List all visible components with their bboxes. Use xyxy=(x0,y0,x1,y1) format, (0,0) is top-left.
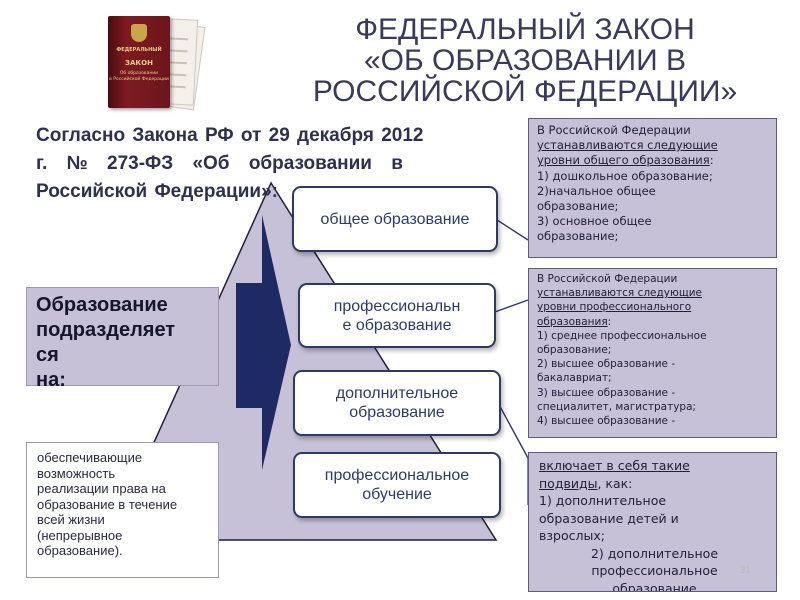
title-line: «ОБ ОБРАЗОВАНИИ В xyxy=(363,44,687,77)
text-line: возможность xyxy=(37,465,116,481)
level-professional-training: профессиональное обучение xyxy=(293,452,501,518)
additional-education-subtypes-box: включает в себя такие подвиды, как: 1) д… xyxy=(528,452,777,592)
box-line: В Российской Федерации xyxy=(537,123,691,137)
level-label: е образование xyxy=(342,316,452,334)
level-general-education: общее образование xyxy=(292,186,498,252)
level-professional-education: профессиональн е образование xyxy=(298,283,496,348)
box-line-underlined: уровни общего образования xyxy=(537,153,710,168)
subtype-list-item: образование детей и xyxy=(539,510,679,526)
text-line: ся xyxy=(36,344,59,366)
intro-text: Согласно Закона РФ от 29 декабря 2012 г.… xyxy=(36,122,476,206)
intro-line: г. № 273-ФЗ «Об образовании в xyxy=(36,153,403,174)
general-education-levels-box: В Российской Федерации устанавливаются с… xyxy=(528,118,777,258)
text-line: образование в течение xyxy=(37,496,178,512)
book-cover-text: Об образовании xyxy=(119,71,159,76)
continuous-education-box xyxy=(26,442,219,578)
level-label: обучение xyxy=(362,486,432,503)
level-list-item: 1) дошкольное образование; xyxy=(537,168,713,183)
text-line: Образование xyxy=(36,294,168,316)
level-label: профессиональн xyxy=(333,297,461,315)
subtype-list-item: образование xyxy=(612,580,697,592)
level-list-item: специалитет, магистратура; xyxy=(537,400,697,413)
book-cover-text: в Российской Федерации xyxy=(109,77,169,82)
text-line: (непрерывное xyxy=(37,527,123,543)
text-line: обеспечивающие xyxy=(37,450,143,465)
connector-additional xyxy=(496,400,529,459)
level-list-item: 2)начальное общее xyxy=(537,183,656,198)
box-line-underlined: подвиды xyxy=(539,475,598,491)
intro-line: Российской Федерации»: xyxy=(36,181,278,202)
level-list-item: 3) основное общее xyxy=(537,214,652,229)
text-line: подразделяет xyxy=(36,319,176,341)
box-line-underlined: устанавливаются следующие xyxy=(537,287,702,300)
level-label: дополнительное xyxy=(335,385,459,402)
title-line: ФЕДЕРАЛЬНЫЙ ЗАКОН xyxy=(355,13,695,46)
level-list-item: 3) высшее образование - xyxy=(537,386,676,399)
box-line: В Российской Федерации xyxy=(537,273,678,285)
box-line-underlined: образования xyxy=(537,315,608,328)
text-line: реализации права на xyxy=(37,481,166,496)
level-label: профессиональное xyxy=(324,467,470,484)
level-list-item: образование; xyxy=(537,229,619,244)
intro-line: Согласно Закона РФ от 29 декабря 2012 xyxy=(36,125,424,146)
education-division-text: Образование подразделяет ся на: xyxy=(36,293,221,393)
level-label: образование xyxy=(349,404,445,421)
subtype-list-item: 2) дополнительное xyxy=(590,545,719,561)
education-division-box xyxy=(26,287,219,386)
level-list-item: образование; xyxy=(537,344,612,357)
level-list-item: 4) высшее образование - xyxy=(537,415,676,428)
text-line: на: xyxy=(36,369,66,391)
level-list-item: бакалавриат; xyxy=(537,372,612,385)
level-list-item: образование; xyxy=(537,199,619,214)
subtype-list-item: профессиональное xyxy=(591,563,718,578)
slide-title: ФЕДЕРАЛЬНЫЙ ЗАКОН «ОБ ОБРАЗОВАНИИ В РОСС… xyxy=(290,14,760,107)
law-book-cover: ФЕДЕРАЛЬНЫЙ ЗАКОН Об образовании в Росси… xyxy=(108,16,170,108)
book-cover-text: ФЕДЕРАЛЬНЫЙ xyxy=(116,47,162,53)
text-line: образование). xyxy=(37,543,123,558)
connector-general xyxy=(493,217,529,241)
law-book-illustration: ФЕДЕРАЛЬНЫЙ ЗАКОН Об образовании в Росси… xyxy=(88,14,208,114)
pyramid-arrow xyxy=(236,215,291,470)
professional-education-levels-box: В Российской Федерации устанавливаются с… xyxy=(528,268,777,438)
subtype-list-item: 1) дополнительное xyxy=(539,493,667,508)
level-list-item: 2) высшее образование - xyxy=(537,358,676,371)
level-additional-education: дополнительное образование xyxy=(293,370,501,436)
page-number: 31 xyxy=(740,565,752,576)
box-line-underlined: уровни профессионального xyxy=(537,301,692,314)
box-line-underlined: устанавливаются следующие xyxy=(537,138,718,153)
box-line-underlined: включает в себя такие xyxy=(539,458,690,473)
subtype-list-item: взрослых; xyxy=(539,528,605,543)
title-line: РОССИЙСКОЙ ФЕДЕРАЦИИ» xyxy=(312,75,738,108)
coat-of-arms-icon xyxy=(131,24,147,42)
continuous-education-text: обеспечивающие возможность реализации пр… xyxy=(37,450,217,559)
level-list-item: 1) среднее профессиональное xyxy=(537,329,707,342)
box-line-suffix: : xyxy=(709,153,714,168)
text-line: всей жизни xyxy=(37,512,105,527)
level-label: общее образование xyxy=(320,210,470,228)
box-line-suffix: : xyxy=(607,315,612,328)
box-line-suffix: , как: xyxy=(597,475,633,491)
connector-professional xyxy=(491,299,529,314)
book-cover-text: ЗАКОН xyxy=(125,59,153,67)
